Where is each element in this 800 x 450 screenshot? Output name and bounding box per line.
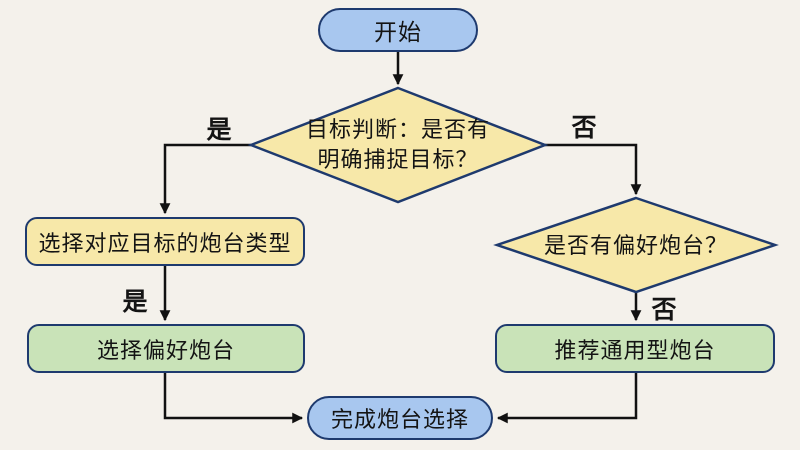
node-recommend-general-label: 推荐通用型炮台 <box>554 337 716 363</box>
node-start-label: 开始 <box>374 19 422 45</box>
connector-preferred-to-finish <box>163 373 304 424</box>
decision-target-line1: 目标判断：是否有 <box>305 117 490 142</box>
node-recommend-general: 推荐通用型炮台 <box>495 324 775 373</box>
node-finish: 完成炮台选择 <box>307 396 493 440</box>
node-select-preferred: 选择偏好炮台 <box>27 324 305 373</box>
node-decision-target-label: 目标判断：是否有 明确捕捉目标？ <box>278 115 518 175</box>
node-select-target-type-label: 选择对应目标的炮台类型 <box>38 230 292 256</box>
node-start: 开始 <box>318 8 478 52</box>
edge-label-preference-yes: 是 <box>122 288 148 316</box>
connector-decision-yes-left <box>159 143 251 215</box>
node-finish-label: 完成炮台选择 <box>330 407 469 432</box>
decision-preference-line1: 是否有偏好炮台？ <box>543 233 728 258</box>
edge-label-target-no: 否 <box>571 114 597 142</box>
decision-target-line2: 明确捕捉目标？ <box>317 147 479 172</box>
node-select-preferred-label: 选择偏好炮台 <box>96 337 235 363</box>
connector-general-to-finish <box>496 373 638 424</box>
node-decision-preference-label: 是否有偏好炮台？ <box>516 231 756 261</box>
edge-label-preference-no: 否 <box>651 296 677 324</box>
decision-preference-diamond <box>493 196 779 294</box>
edge-label-target-yes: 是 <box>206 116 232 144</box>
decision-target-diamond <box>247 86 549 204</box>
node-select-target-type: 选择对应目标的炮台类型 <box>25 217 305 266</box>
connector-decision-no-right <box>545 143 642 196</box>
